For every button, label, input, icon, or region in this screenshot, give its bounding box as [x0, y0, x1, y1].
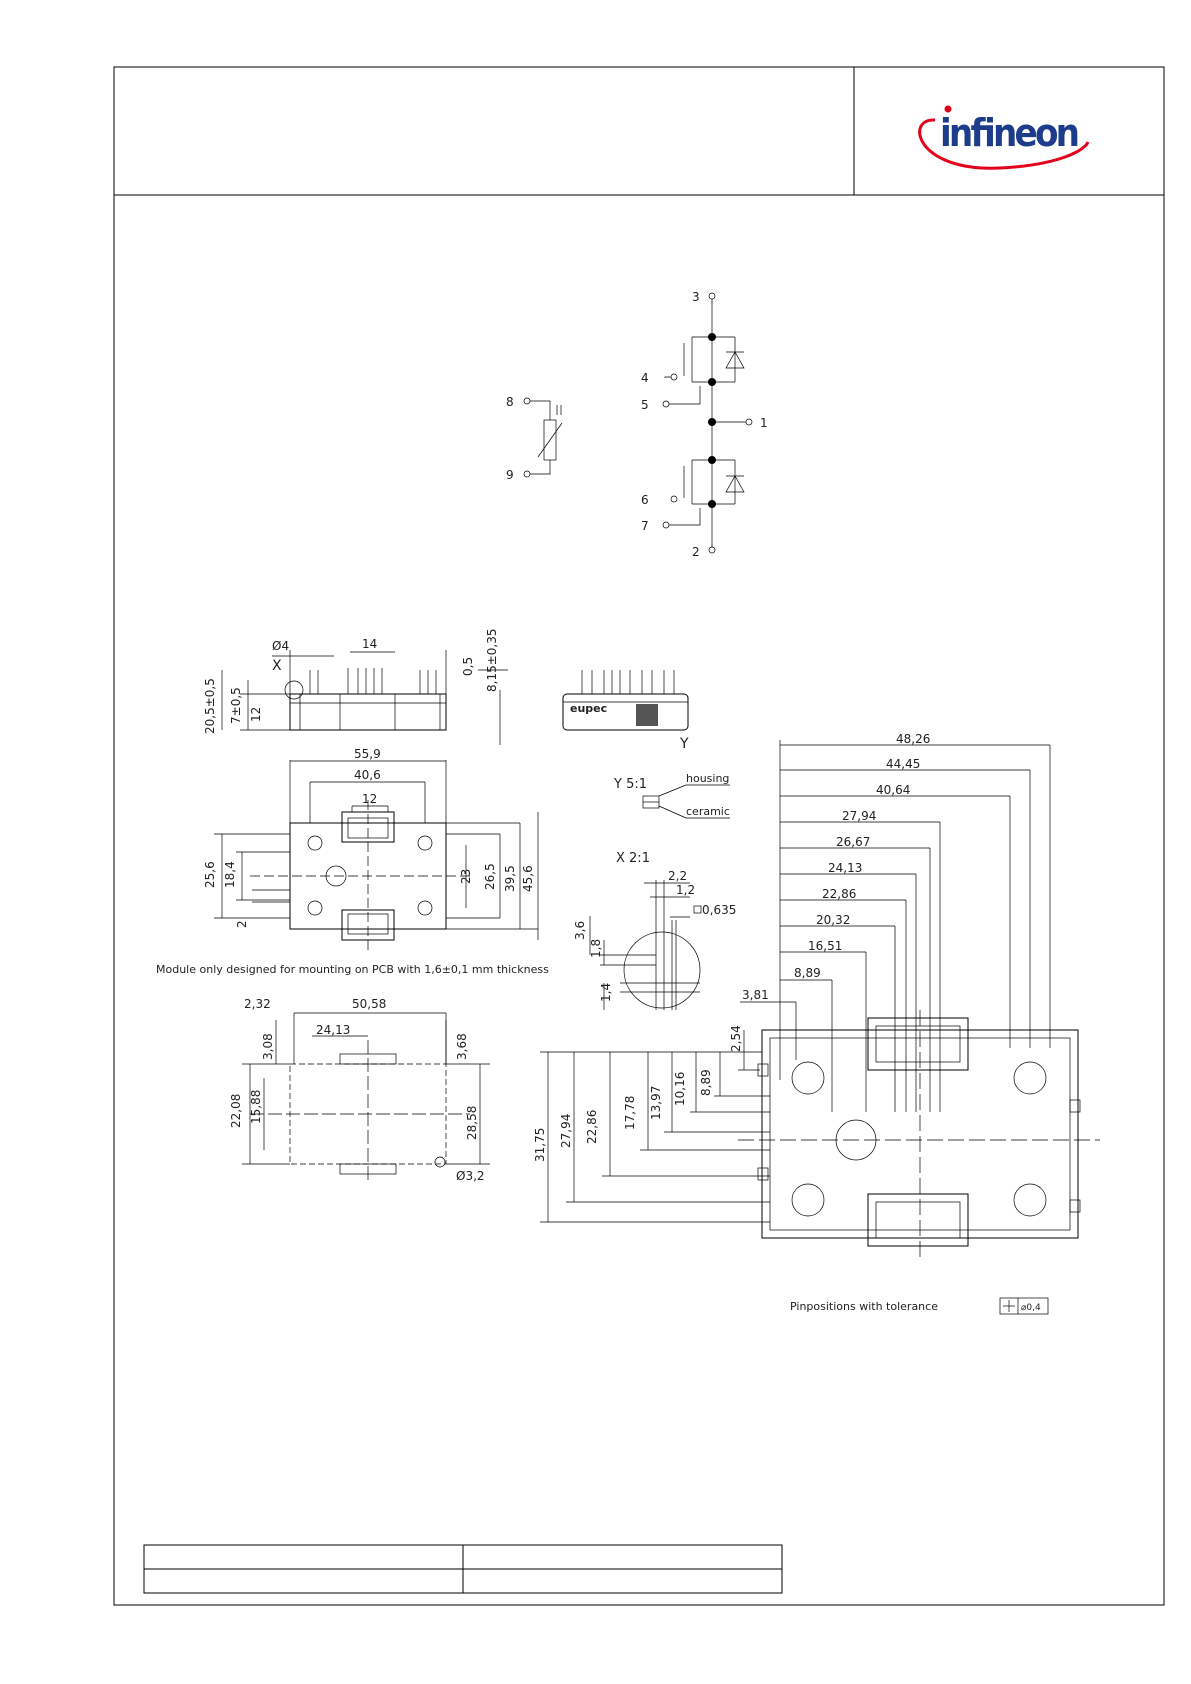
- dim-width-25-6: 25,6: [203, 861, 217, 888]
- pin-label-6: 6: [641, 493, 649, 507]
- page-border: [113, 66, 1165, 1606]
- dim-22-86: 22,86: [822, 887, 856, 901]
- logo-swoosh: [918, 118, 1090, 170]
- dim-length-12: 12: [362, 792, 377, 806]
- dim-1-4: 1,4: [599, 983, 613, 1002]
- dim-3-81: 3,81: [742, 988, 769, 1002]
- pinpos-label: Pinpositions with tolerance: [790, 1300, 938, 1313]
- tolerance-frame: ⌀0,4: [999, 1297, 1049, 1315]
- logo-text: infineon: [940, 111, 1080, 155]
- dim-pin-height: 8,15±0,35: [485, 629, 499, 693]
- detail-y-title: Y 5:1: [613, 777, 647, 792]
- dim-22-08: 22,08: [229, 1094, 243, 1128]
- dim-24-13-b: 24,13: [828, 861, 862, 875]
- dim-2-2: 2,2: [668, 869, 687, 883]
- eupec-brand: eupec: [570, 702, 607, 715]
- dim-width-45-6: 45,6: [521, 865, 535, 892]
- dim-hole-diameter: Ø3,2: [456, 1169, 485, 1183]
- pin-label-8: 8: [506, 395, 514, 409]
- dim-24-13: 24,13: [316, 1023, 350, 1037]
- tolerance-value: ⌀0,4: [1021, 1303, 1041, 1313]
- dim-31-75: 31,75: [533, 1128, 547, 1162]
- dim-15-88: 15,88: [249, 1090, 263, 1124]
- dim-48-26: 48,26: [896, 732, 930, 746]
- dim-3-6: 3,6: [573, 921, 587, 940]
- detail-x-marker: X: [272, 658, 282, 674]
- pin-label-4: 4: [641, 371, 649, 385]
- dim-17-78: 17,78: [623, 1096, 637, 1130]
- dim-width-18-4: 18,4: [223, 861, 237, 888]
- pcb-footprint-view: 2,32 50,58 24,13 3,08 3,68 22,08 15,88 2…: [229, 997, 490, 1183]
- pin-label-9: 9: [506, 468, 514, 482]
- pin-label-1: 1: [760, 416, 768, 430]
- dim-pin-pitch: 14: [362, 637, 377, 651]
- ntc-resistor: [543, 419, 557, 461]
- pin-position-view: 48,26 44,45 40,64 27,94 26,67 24,13 22,8…: [533, 732, 1100, 1260]
- dim-length-40-6: 40,6: [354, 768, 381, 782]
- dim-50-58: 50,58: [352, 997, 386, 1011]
- detail-y-marker: Y: [679, 736, 689, 752]
- pin-label-5: 5: [641, 398, 649, 412]
- side-view: Ø4 14 0,5 8,15±0,35 20,5±0,5 7±0,5 12 X: [203, 629, 508, 745]
- pin-label-7: 7: [641, 519, 649, 533]
- housing-label: housing: [686, 772, 729, 785]
- end-view: eupec Y: [562, 670, 689, 752]
- dim-3-68: 3,68: [455, 1033, 469, 1060]
- dim-height-12: 12: [249, 707, 263, 722]
- revision-table: [143, 1544, 783, 1594]
- dim-width-23: 23: [459, 869, 473, 884]
- dim-27-94-b: 27,94: [559, 1114, 573, 1148]
- dim-40-64: 40,64: [876, 783, 910, 797]
- top-view: 55,9 40,6 12 25,6 18,4 2 23 26,5 39,5 45…: [203, 747, 539, 950]
- dim-0-635: 0,635: [702, 903, 736, 917]
- detail-y: Y 5:1 housing ceramic: [613, 772, 730, 819]
- dim-2-32: 2,32: [244, 997, 271, 1011]
- dim-width-39-5: 39,5: [503, 865, 517, 892]
- dim-overall-height: 20,5±0,5: [203, 678, 217, 734]
- dim-width-2: 2: [235, 920, 249, 928]
- dim-10-16: 10,16: [673, 1072, 687, 1106]
- dim-16-51: 16,51: [808, 939, 842, 953]
- dim-pin-tip: 0,5: [461, 657, 475, 676]
- pin-label-3: 3: [692, 290, 700, 304]
- dim-28-58: 28,58: [465, 1106, 479, 1140]
- dim-pin-diameter: Ø4: [272, 639, 289, 653]
- dim-1-2: 1,2: [676, 883, 695, 897]
- dim-8-89: 8,89: [794, 966, 821, 980]
- infineon-logo: infineon: [918, 105, 1090, 170]
- detail-x-title: X 2:1: [616, 851, 650, 866]
- dim-44-45: 44,45: [886, 757, 920, 771]
- dim-8-89-b: 8,89: [699, 1069, 713, 1096]
- ceramic-label: ceramic: [686, 805, 730, 818]
- dim-27-94: 27,94: [842, 809, 876, 823]
- dim-22-86-b: 22,86: [585, 1110, 599, 1144]
- logo-dot: [944, 105, 952, 113]
- circuit-schematic: 8 9 3 2 1 4 5: [506, 290, 768, 559]
- dim-1-8: 1,8: [589, 939, 603, 958]
- dim-width-26-5: 26,5: [483, 863, 497, 890]
- detail-x: X 2:1 2,2 1,2 0,635 3,6 1,8 1,4: [573, 851, 736, 1010]
- dim-13-97: 13,97: [649, 1086, 663, 1120]
- mounting-note: Module only designed for mounting on PCB…: [156, 963, 549, 976]
- pin-label-2: 2: [692, 545, 700, 559]
- dim-26-67: 26,67: [836, 835, 870, 849]
- dim-length-55-9: 55,9: [354, 747, 381, 761]
- dim-20-32: 20,32: [816, 913, 850, 927]
- dim-3-08: 3,08: [261, 1033, 275, 1060]
- dim-body-height: 7±0,5: [229, 687, 243, 724]
- dim-2-54: 2,54: [729, 1025, 743, 1052]
